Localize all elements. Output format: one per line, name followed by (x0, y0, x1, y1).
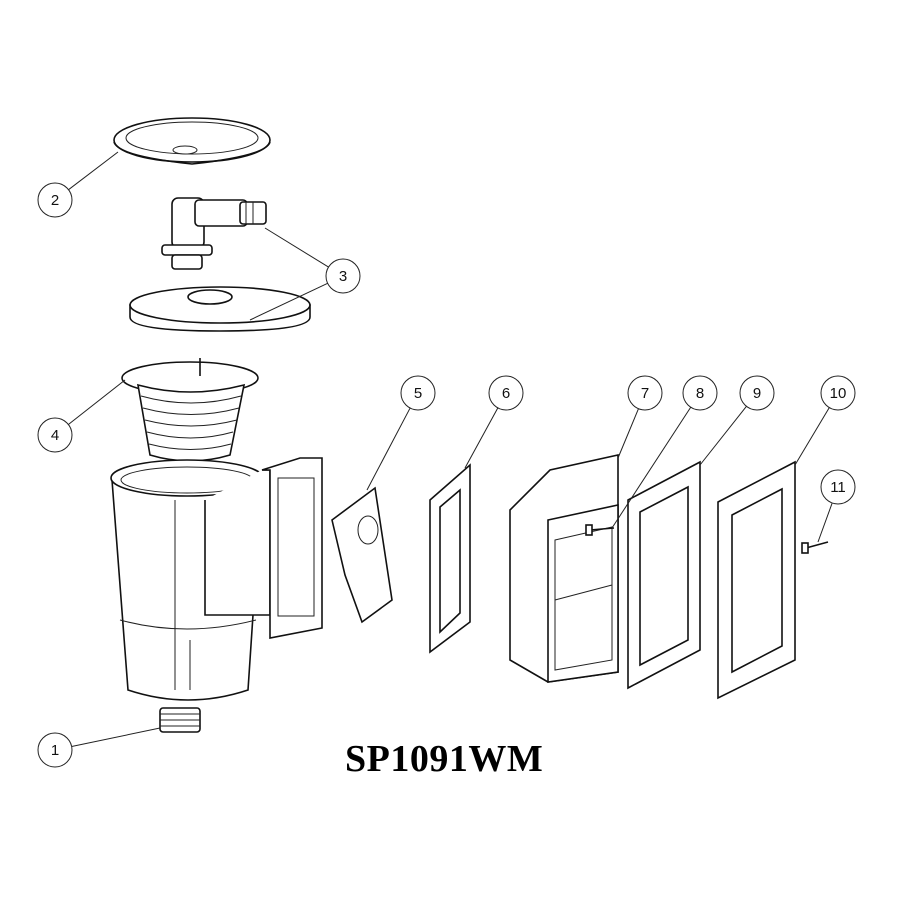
part-weir (331, 486, 393, 624)
callout-circle (627, 375, 663, 411)
leader-line (71, 727, 161, 748)
leader-line (366, 407, 411, 491)
callout-number: 4 (51, 427, 59, 444)
callout-circle (400, 375, 436, 411)
leader-line (264, 227, 329, 268)
callout-circle (739, 375, 775, 411)
callout-5: 5 (366, 375, 436, 491)
callout-circle (325, 258, 361, 294)
leader-line (617, 408, 639, 459)
part-faceplate (717, 460, 796, 700)
callout-circle (820, 375, 856, 411)
callout-circle (37, 182, 73, 218)
callout-number: 7 (641, 385, 649, 402)
leader-line (794, 407, 830, 466)
callout-6: 6 (464, 375, 524, 469)
leader-line (611, 406, 692, 529)
callout-number: 10 (830, 385, 847, 402)
callout-3: 3 (249, 227, 361, 321)
part-gasket-9 (627, 460, 701, 690)
callout-9: 9 (699, 375, 775, 466)
callout-4: 4 (37, 379, 126, 453)
part-lid (113, 117, 271, 165)
leader-line (249, 282, 328, 321)
callout-circle (37, 732, 73, 768)
part-screw-8 (585, 524, 615, 536)
callout-number: 2 (51, 192, 59, 209)
leader-line (68, 151, 119, 191)
part-screw-11 (801, 541, 829, 554)
leader-line (464, 407, 499, 469)
callout-2: 2 (37, 151, 119, 218)
callout-circle (682, 375, 718, 411)
part-basket (121, 358, 259, 462)
callout-number: 1 (51, 742, 59, 759)
callout-number: 11 (830, 479, 846, 496)
callout-11: 11 (817, 469, 856, 543)
callout-number: 5 (414, 385, 422, 402)
callout-number: 9 (753, 385, 761, 402)
part-elbow-and-plate (129, 197, 311, 332)
callout-number: 3 (339, 268, 347, 285)
part-extension-collar (509, 454, 619, 683)
callout-number: 8 (696, 385, 704, 402)
leader-line (699, 406, 747, 466)
callout-7: 7 (617, 375, 663, 459)
callout-circle (820, 469, 856, 505)
part-gasket-6 (429, 463, 471, 654)
callout-1: 1 (37, 727, 161, 768)
callout-circle (488, 375, 524, 411)
callout-circle (37, 417, 73, 453)
part-skimmer-body (110, 457, 323, 733)
model-number-title: SP1091WM (345, 738, 544, 780)
callout-8: 8 (611, 375, 718, 529)
callouts: 1 2 3 4 5 6 7 8 9 10 11 (37, 151, 856, 768)
callout-10: 10 (794, 375, 856, 466)
leader-line (68, 379, 126, 425)
leader-line (817, 502, 833, 543)
callout-number: 6 (502, 385, 510, 402)
